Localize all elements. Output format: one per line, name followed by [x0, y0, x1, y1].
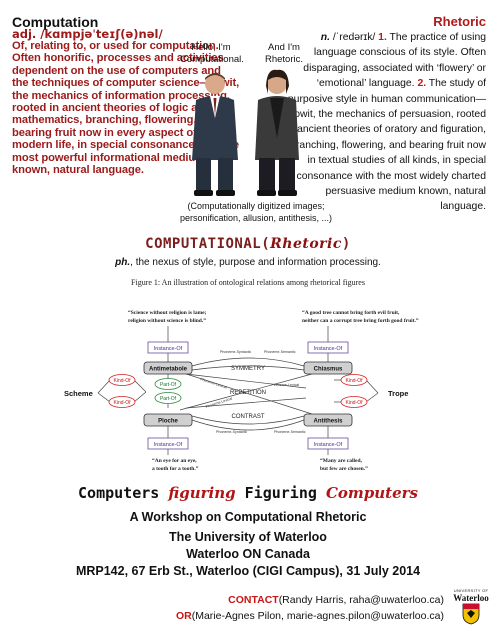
svg-text:Instance-Of: Instance-Of	[154, 346, 183, 352]
left-person-figure	[192, 73, 238, 196]
rhetoric-sense-2: The study of purposive style in human co…	[286, 78, 486, 213]
concept-repetition: REPETITION	[230, 390, 266, 396]
node-scheme: Scheme	[64, 389, 93, 398]
part-of-ovals: Part-Of Part-Of	[154, 378, 182, 404]
logo-waterloo: Waterloo	[453, 593, 489, 603]
right-person-speech: And I'm Rhetoric.	[264, 42, 303, 65]
svg-text:Instance-Of: Instance-Of	[314, 346, 343, 352]
contact-label: CONTACT	[228, 594, 279, 606]
left-person-speech: Hello, I'm Computational.	[180, 42, 244, 65]
figure-nodes: Antimetabole Chiasmus Ploche Antithesis	[143, 361, 353, 427]
edge-label-phoneme-lexical-b: Phoneme-Lexical	[205, 397, 233, 409]
computation-definition: Of, relating to, or used for computation…	[12, 40, 240, 177]
title-part-close: )	[341, 236, 351, 252]
contact-primary: CONTACT(Randy Harris, raha@uwaterloo.ca)	[228, 594, 444, 606]
title-part-rhetoric: Rhetoric	[270, 236, 342, 252]
node-ploche	[143, 413, 193, 427]
rhetoric-pos: n.	[320, 32, 330, 43]
computation-headword: Computation	[12, 14, 99, 30]
rhetoric-pronunciation: /ˈredərɪk/	[330, 32, 379, 43]
svg-text:Part-Of: Part-Of	[160, 396, 177, 402]
svg-text:Kind-Of: Kind-Of	[114, 400, 132, 406]
node-antithesis	[303, 413, 353, 427]
node-chiasmus	[303, 361, 353, 375]
concept-symmetry: SYMMETRY	[231, 366, 265, 372]
svg-text:Antimetabole: Antimetabole	[149, 367, 188, 373]
address-date-line: MRP142, 67 Erb St., Waterloo (CIGI Campu…	[75, 564, 421, 578]
computation-pronunciation: adj. /kɑmpjəˈteɪʃ(ə)nəl/	[12, 27, 163, 41]
quote-bottom-left: “An eye for an eye, a tooth for a tooth.…	[152, 458, 199, 472]
workshop-title-computers-italic: Computers	[325, 484, 418, 502]
or-label: OR	[175, 610, 192, 622]
university-line: The University of Waterloo	[169, 530, 327, 544]
quote-top-left: “Science without religion is lame; relig…	[128, 310, 208, 324]
workshop-subtitle: A Workshop on Computational Rhetoric	[129, 510, 367, 524]
people-photo	[192, 69, 299, 196]
edge-label-phoneme-semantic: Phoneme-Semantic	[264, 350, 296, 354]
rhetoric-sense-1: The practice of using language conscious…	[303, 32, 486, 90]
diagram-edges	[97, 326, 379, 455]
waterloo-logo: UNIVERSITY OF Waterloo	[450, 588, 492, 630]
svg-text:Kind-Of: Kind-Of	[346, 400, 364, 406]
quote-bottom-right: “Many are called, but few are chosen.”	[320, 458, 368, 472]
crest-icon	[462, 603, 480, 625]
workshop-title-figuring: Figuring	[235, 484, 326, 502]
contact-email-randy[interactable]: (Randy Harris, raha@uwaterloo.ca)	[278, 594, 444, 606]
ph-definition-line: ph., the nexus of style, purpose and inf…	[0, 257, 496, 268]
svg-text:Kind-Of: Kind-Of	[114, 378, 132, 384]
node-trope: Trope	[388, 389, 408, 398]
right-person-figure	[255, 69, 299, 196]
node-antimetabole	[143, 361, 193, 375]
sense-number-1: 1.	[378, 32, 387, 43]
svg-text:Part-Of: Part-Of	[160, 382, 177, 388]
svg-text:Instance-Of: Instance-Of	[154, 442, 183, 448]
svg-text:Kind-Of: Kind-Of	[346, 378, 364, 384]
edge-label-phoneme-syntactic-b: Phoneme-Syntactic	[216, 430, 247, 434]
quote-top-right: “A good tree cannot bring forth evil fru…	[302, 310, 419, 324]
concept-contrast: CONTRAST	[232, 414, 265, 420]
edge-label-phoneme-semantic-b: Phoneme-Semantic	[274, 430, 306, 434]
sense-number-2: 2.	[417, 78, 427, 90]
svg-text:Instance-Of: Instance-Of	[314, 442, 343, 448]
computational-rhetoric-title: COMPUTATIONAL(Rhetoric)	[0, 236, 496, 252]
workshop-title-figuring-italic: figuring	[168, 484, 236, 502]
edge-label-phoneme-syntactic: Phoneme-Syntactic	[220, 350, 251, 354]
workshop-title-computers: Computers	[78, 484, 169, 502]
kind-of-ovals: Kind-Of Kind-Of Kind-Of Kind-Of	[108, 374, 368, 408]
contact-secondary: OR(Marie-Agnes Pilon, marie-agnes.pilon@…	[176, 610, 444, 622]
figure-caption: Figure 1: An illustration of ontological…	[131, 278, 365, 287]
svg-text:Ploche: Ploche	[158, 419, 178, 425]
ph-abbreviation: ph.	[115, 257, 131, 268]
instance-of-boxes: Instance-Of Instance-Of Instance-Of Inst…	[147, 341, 349, 450]
svg-text:Chiasmus: Chiasmus	[314, 367, 343, 373]
rhetoric-headword: Rhetoric	[433, 14, 486, 29]
logo-university-of: UNIVERSITY OF	[453, 588, 489, 593]
city-line: Waterloo ON Canada	[186, 547, 310, 561]
photo-caption: (Computationally digitized images; perso…	[179, 201, 333, 223]
contact-email-marie-agnes[interactable]: (Marie-Agnes Pilon, marie-agnes.pilon@uw…	[191, 610, 444, 622]
ph-definition-text: , the nexus of style, purpose and inform…	[130, 257, 381, 268]
svg-text:Antithesis: Antithesis	[313, 419, 343, 425]
edge-label-lexeme-lexical: Lexeme-Lexical	[274, 383, 299, 387]
edge-label-phoneme-lexical: Phoneme-Lexical	[200, 377, 228, 389]
workshop-title: Computers figuring Figuring Computers	[0, 484, 496, 502]
ontology-diagram: “Science without religion is lame; relig…	[64, 310, 419, 472]
title-part-computational: COMPUTATIONAL(	[145, 236, 271, 252]
rhetoric-definition: n. /ˈredərɪk/ 1. The practice of using l…	[286, 30, 486, 215]
